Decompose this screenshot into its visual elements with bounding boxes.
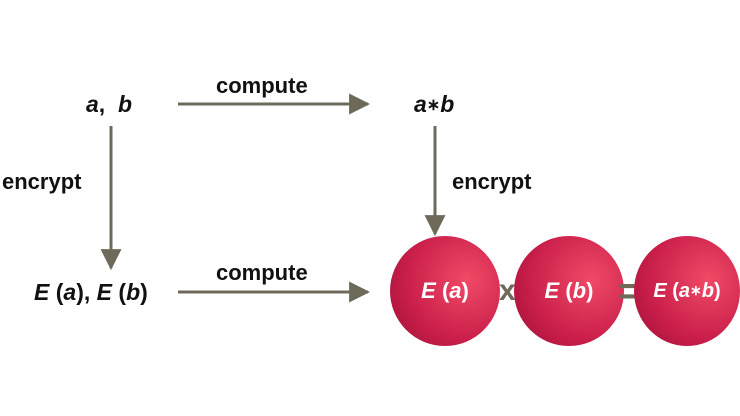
paren-open: (	[672, 279, 679, 302]
paren-open: (	[118, 279, 127, 305]
var-b: b	[701, 279, 714, 302]
circle-label: E (a)	[421, 278, 469, 304]
encrypt-right-label: encrypt	[452, 169, 532, 194]
paren-close: )	[140, 279, 148, 305]
comma: ,	[98, 91, 106, 117]
cipher-inputs-label: E (a), E (b)	[34, 281, 148, 304]
star-operator: ∗	[690, 281, 702, 298]
paren-close: )	[76, 279, 84, 305]
enc-fn: E	[653, 279, 667, 302]
paren-open: (	[55, 279, 64, 305]
enc-fn: E	[96, 279, 112, 305]
compute-top-label: compute	[216, 73, 308, 98]
cipher-circle-ab: E (a∗b)	[634, 236, 740, 346]
compute-bottom-label: compute	[216, 260, 308, 285]
encrypt-left-label: encrypt	[2, 169, 82, 194]
var-a: a	[414, 91, 427, 117]
plain-result-label: a∗b	[414, 93, 454, 116]
paren-close: )	[461, 278, 469, 303]
enc-fn: E	[34, 279, 50, 305]
var-b: b	[440, 91, 455, 117]
star-operator: ∗	[426, 97, 441, 114]
enc-fn: E	[544, 278, 560, 303]
comma: ,	[83, 279, 91, 305]
var-a: a	[86, 91, 99, 117]
plain-inputs-label: a, b	[86, 93, 132, 116]
circle-label: E (b)	[545, 278, 594, 304]
paren-close: )	[586, 278, 594, 303]
times-operator: x	[499, 274, 516, 307]
var-b: b	[572, 278, 587, 303]
var-a: a	[63, 279, 77, 305]
var-a: a	[678, 279, 691, 302]
enc-fn: E	[421, 278, 436, 303]
paren-open: (	[441, 278, 450, 303]
paren-open: (	[565, 278, 573, 303]
var-b: b	[126, 279, 141, 305]
var-b: b	[117, 91, 133, 117]
cipher-circle-a: E (a)	[390, 236, 500, 346]
circle-label: E (a∗b)	[653, 280, 720, 303]
var-a: a	[449, 278, 462, 303]
cipher-circle-b: E (b)	[514, 236, 624, 346]
paren-close: )	[713, 279, 721, 302]
